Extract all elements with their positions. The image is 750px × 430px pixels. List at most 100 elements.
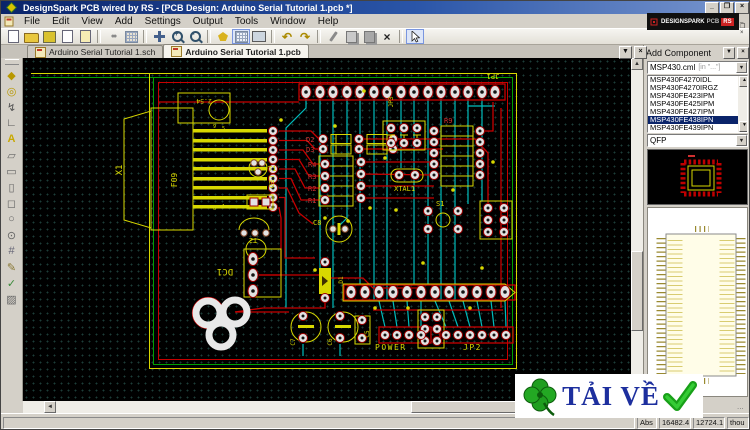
open-file-icon[interactable] — [22, 29, 40, 44]
gears-icon[interactable]: ●● — [110, 33, 118, 40]
package-select[interactable]: QFP ▼ — [647, 134, 748, 147]
array-tool-icon[interactable]: # — [8, 245, 15, 257]
component-pad-grid-right[interactable] — [479, 200, 513, 240]
component-x1-db9[interactable]: 2.54 X1 F09 9 5 6 1 — [115, 92, 278, 260]
zoom-in-icon[interactable]: + — [168, 29, 186, 44]
grid-settings-icon[interactable] — [122, 29, 140, 44]
toolbar-separator — [97, 30, 101, 43]
delete-icon[interactable]: × — [383, 29, 391, 44]
menu-window[interactable]: Window — [270, 15, 306, 27]
component-pad-grid-bottom[interactable] — [417, 309, 445, 349]
canvas-vertical-scrollbar[interactable]: ▲ ▼ — [631, 58, 643, 401]
list-item[interactable]: MSP430FE427IPM — [650, 107, 715, 116]
select-cursor-icon[interactable] — [406, 29, 424, 44]
maximize-button[interactable]: ❐ — [720, 1, 734, 14]
menu-add[interactable]: Add — [114, 15, 133, 27]
menu-tools[interactable]: Tools — [234, 15, 259, 27]
vias[interactable] — [279, 89, 495, 310]
grid-toggle-icon[interactable] — [232, 29, 250, 44]
list-scroll-up-icon[interactable]: ▲ — [739, 76, 747, 87]
close-button[interactable]: × — [735, 1, 749, 14]
route-tool-icon[interactable]: ↯ — [6, 101, 17, 114]
component-jp2-header[interactable]: JP2 — [441, 330, 511, 353]
screen-settings-icon[interactable] — [250, 29, 268, 44]
scroll-up-icon[interactable]: ▲ — [631, 58, 643, 70]
component-dc1-jack[interactable]: DC1 — [192, 248, 282, 351]
chevron-down-icon[interactable]: ▼ — [736, 62, 747, 73]
tall-rect-tool-icon[interactable]: ▯ — [8, 181, 15, 194]
document-yellow-icon[interactable] — [76, 29, 94, 44]
menu-output[interactable]: Output — [192, 15, 223, 27]
tab-pcb[interactable]: Arduino Serial Tutorial 1.pcb — [163, 44, 309, 58]
chevron-down-icon[interactable]: ▼ — [736, 135, 747, 146]
menu-edit[interactable]: Edit — [52, 15, 70, 27]
list-item[interactable]: MSP430F4270IDL — [650, 75, 712, 84]
undo-icon[interactable]: ↶ — [281, 29, 293, 44]
save-icon[interactable] — [40, 29, 58, 44]
silkscreen-label: S1 — [436, 200, 444, 208]
copy-sheet-icon[interactable] — [342, 29, 360, 44]
component-xtal1[interactable]: XTAL1 — [390, 168, 424, 193]
edit-tool-icon[interactable]: ✎ — [6, 261, 17, 274]
fix-tool-icon[interactable] — [324, 29, 342, 44]
toolbar-grip[interactable] — [4, 59, 19, 65]
paste-sheet-icon[interactable] — [360, 29, 378, 44]
component-c5[interactable]: C5 — [354, 315, 371, 345]
component-s1-button[interactable]: S1 — [423, 200, 463, 234]
target-tool-icon[interactable]: ⊙ — [6, 229, 17, 242]
circle-tool-icon[interactable]: ○ — [8, 213, 15, 225]
tab-scroll-icon[interactable]: ▼ — [619, 46, 632, 59]
component-c6[interactable]: C6 — [327, 311, 359, 346]
minimize-button[interactable]: _ — [705, 1, 719, 14]
component-resistor-block[interactable]: R4 R3 R2 R1 — [308, 155, 366, 207]
menu-settings[interactable]: Settings — [144, 15, 181, 27]
text-tool-icon[interactable]: A — [7, 133, 16, 145]
component-t1-led[interactable]: T1 LED — [246, 158, 276, 210]
component-c8[interactable]: C8 — [313, 215, 353, 243]
tab-close-icon[interactable]: × — [634, 46, 647, 59]
component-t2[interactable]: T2 — [238, 217, 270, 244]
library-select[interactable]: MSP430.cml [in "..."] ▼ — [647, 61, 748, 74]
copy-document-icon[interactable] — [58, 29, 76, 44]
list-scrollbar[interactable]: ▲ ▼ — [738, 76, 747, 132]
download-watermark[interactable]: TẢI VỀ — [515, 374, 703, 418]
component-tool-icon[interactable]: ◆ — [7, 69, 16, 82]
scroll-left-icon[interactable]: ◄ — [44, 401, 56, 413]
component-cap-trio[interactable] — [382, 120, 426, 151]
pad-tool-icon[interactable]: ◎ — [6, 85, 17, 98]
pcb-canvas[interactable]: 2.54 X1 F09 9 5 6 1 JP1 JP3 — [23, 58, 631, 401]
mdi-window-controls[interactable]: _ ❐ × — [740, 17, 747, 36]
list-item[interactable]: MSP430FE425IPM — [650, 99, 715, 108]
menu-help[interactable]: Help — [317, 15, 339, 27]
check-tool-icon[interactable]: ✓ — [6, 277, 17, 290]
fill-copper-icon[interactable] — [214, 29, 232, 44]
component-power-header[interactable]: POWER — [375, 330, 426, 353]
tab-schematic[interactable]: Arduino Serial Tutorial 1.sch — [27, 45, 164, 58]
component-d2-d3-diodes[interactable]: D2 D3 — [306, 134, 398, 155]
menu-file[interactable]: File — [24, 15, 41, 27]
zoom-out-icon[interactable]: - — [186, 29, 204, 44]
component-bottom-header[interactable] — [342, 283, 516, 302]
rect-shape-tool-icon[interactable]: ▭ — [6, 165, 17, 178]
list-scroll-down-icon[interactable]: ▼ — [739, 121, 747, 132]
panel-close-icon[interactable]: × — [737, 46, 749, 59]
square-tool-icon[interactable]: ◻ — [6, 197, 17, 210]
silkscreen-label: C7 — [290, 338, 297, 346]
list-item[interactable]: MSP430FE439IPN — [650, 123, 714, 132]
panel-menu-icon[interactable]: ▼ — [723, 46, 735, 59]
redo-icon[interactable]: ↷ — [299, 29, 311, 44]
component-jp1-header[interactable]: JP1 JP3 — [300, 72, 501, 107]
component-d1-diode[interactable]: D1 — [319, 257, 345, 303]
track-tool-icon[interactable]: ∟ — [6, 117, 17, 129]
pan-view-icon[interactable] — [150, 29, 168, 44]
copper-shape-tool-icon[interactable]: ▱ — [7, 149, 16, 162]
list-item[interactable]: MSP430FE423IPM — [650, 91, 715, 100]
new-document-icon[interactable] — [4, 29, 22, 44]
hatch-tool-icon[interactable]: ▨ — [6, 293, 17, 306]
vertical-scroll-thumb[interactable] — [631, 251, 643, 331]
list-item[interactable]: MSP430F4270IRGZ — [650, 83, 718, 92]
menu-view[interactable]: View — [81, 15, 103, 27]
list-item-selected[interactable]: MSP430FE438IPN — [648, 116, 747, 124]
component-r9-network[interactable]: R9 — [429, 117, 485, 187]
component-c7[interactable]: C7 — [290, 311, 322, 346]
